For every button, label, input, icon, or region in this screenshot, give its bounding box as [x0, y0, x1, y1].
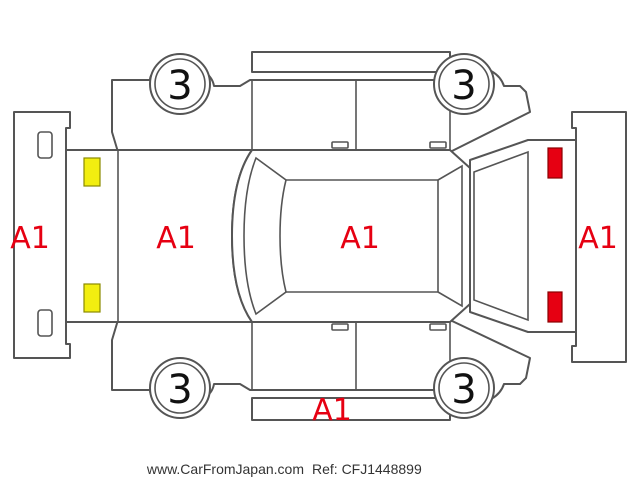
rear-lamp-lower: [83, 283, 101, 313]
footer-ref: Ref: CFJ1448899: [312, 461, 422, 477]
front-lamp-upper: [547, 147, 563, 179]
rear-lamp-upper: [83, 157, 101, 187]
front-bumper-damage-code: A1: [578, 221, 618, 256]
wheel-right-rear: 3: [149, 357, 211, 419]
right-side-sill-damage-code: A1: [312, 393, 352, 428]
wheel-right-rear-grade: 3: [167, 367, 192, 413]
front-bumper: [571, 111, 627, 363]
roof-damage-code: A1: [340, 221, 380, 256]
trunk-damage-code: A1: [156, 221, 196, 256]
footer-site: www.CarFromJapan.com: [146, 461, 304, 477]
cabin: [231, 149, 471, 323]
hood-panel: [469, 139, 577, 333]
left-side-sill: [251, 51, 451, 73]
wheel-left-rear-grade: 3: [167, 63, 192, 109]
rear-bumper: [13, 111, 71, 359]
wheel-left-front: 3: [433, 53, 495, 115]
front-lamp-lower: [547, 291, 563, 323]
wheel-left-front-grade: 3: [451, 63, 476, 109]
wheel-right-front-grade: 3: [451, 367, 476, 413]
wheel-right-front: 3: [433, 357, 495, 419]
rear-bumper-damage-code: A1: [10, 221, 50, 256]
wheel-left-rear: 3: [149, 53, 211, 115]
